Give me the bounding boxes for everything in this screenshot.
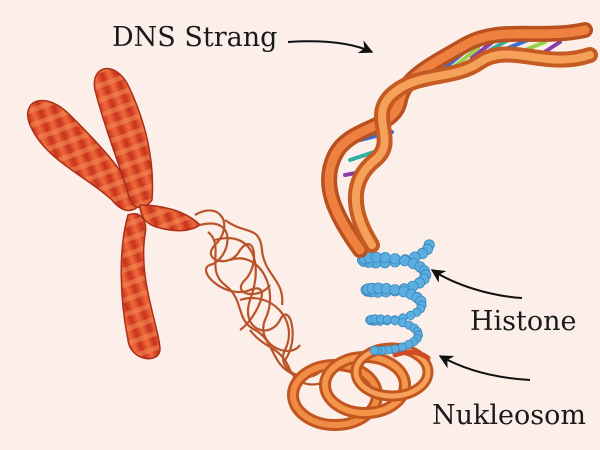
dna-base-pair — [453, 46, 480, 68]
histone-arrow — [430, 269, 523, 299]
histone-beads — [356, 239, 435, 356]
dna-strand-label: DNS Strang — [112, 22, 278, 53]
histone-bead — [390, 316, 400, 326]
histone-bead — [369, 345, 379, 355]
histone-bead — [379, 252, 391, 264]
chromatin-fiber — [194, 209, 331, 386]
dna-strand-arrow — [287, 40, 374, 54]
nucleosome-label: Nukleosom — [432, 400, 586, 431]
annotation-arrows — [287, 40, 531, 381]
histone-label: Histone — [470, 306, 577, 337]
histone-bead — [382, 314, 392, 325]
histone-bead — [389, 253, 401, 265]
dna-helix — [321, 22, 598, 258]
nucleosome-arrow — [438, 355, 531, 381]
nucleosome-coil — [287, 342, 434, 431]
chromosome — [27, 67, 202, 360]
